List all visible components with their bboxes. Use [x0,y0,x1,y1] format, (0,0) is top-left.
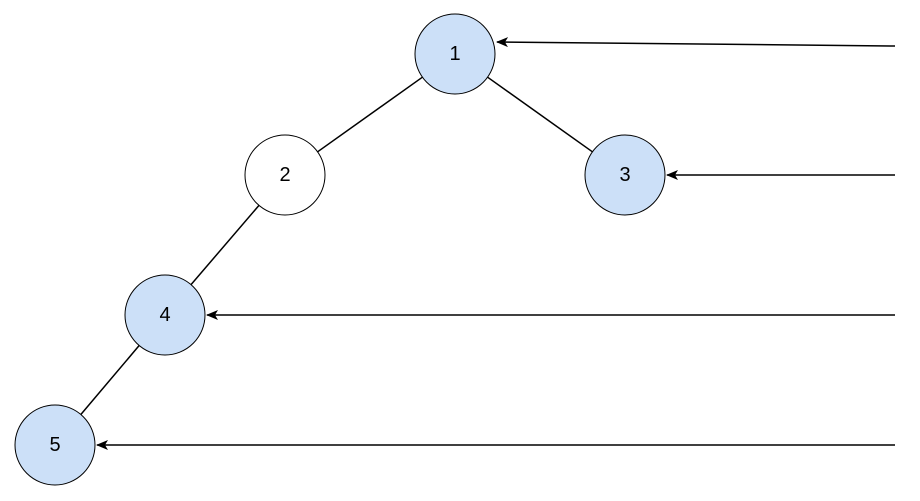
edge-1-2 [317,76,423,153]
node-label-3: 3 [619,164,630,186]
edge-1-3 [487,76,593,153]
node-circle-5 [14,404,96,486]
node-circle-1 [414,13,496,95]
level-arrows [96,37,896,450]
edge-2-4 [190,204,260,286]
tree-node-3: 3 [584,134,666,216]
arrow-to-node-1 [496,37,896,48]
node-circle-2 [244,134,326,216]
tree-node-1: 1 [414,13,496,95]
edge-4-5 [80,345,140,415]
node-circle-3 [584,134,666,216]
node-label-1: 1 [449,43,460,65]
node-circle-4 [124,274,206,356]
node-label-5: 5 [49,434,60,456]
node-label-2: 2 [279,164,290,186]
tree-nodes: 1 2 3 4 5 [14,13,666,486]
tree-edges [80,76,593,415]
tree-node-2: 2 [244,134,326,216]
node-label-4: 4 [159,304,170,326]
tree-node-4: 4 [124,274,206,356]
tree-node-5: 5 [14,404,96,486]
